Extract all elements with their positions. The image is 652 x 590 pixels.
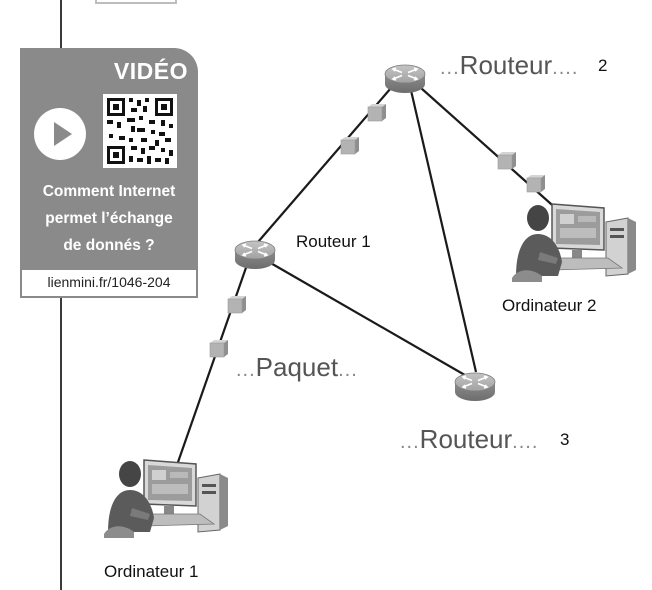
router-3-number: 3: [560, 430, 570, 449]
video-card[interactable]: VIDÉO: [20, 48, 198, 270]
video-description: Comment Internet permet l’échange de don…: [20, 178, 198, 259]
link-router1-router3: [261, 257, 471, 379]
router-3-fill: Routeur: [419, 424, 513, 454]
computer-1-icon: [103, 459, 229, 539]
packet-6: [526, 174, 546, 193]
packet-5: [497, 151, 517, 170]
packet-fill: Paquet: [255, 352, 339, 382]
video-link[interactable]: lienmini.fr/1046-204: [20, 270, 198, 298]
link-router2-router3: [408, 85, 478, 373]
video-title: VIDÉO: [113, 58, 188, 84]
router-2-icon: [384, 64, 426, 94]
packet-2: [227, 295, 247, 314]
dots-suffix: ....: [512, 431, 539, 453]
video-text-line-2: permet l’échange: [45, 210, 173, 227]
packet-4: [367, 103, 387, 122]
video-text-line-3: de donnés ?: [63, 237, 155, 254]
top-tab-frame: [95, 0, 177, 4]
router-2-fill: Routeur: [459, 50, 553, 80]
dots-prefix: ...: [440, 57, 460, 79]
packet-3: [340, 136, 360, 155]
dots-prefix: ...: [236, 359, 256, 381]
computer-2-label: Ordinateur 2: [502, 296, 597, 315]
router-1-label: Routeur 1: [296, 232, 371, 251]
dots-suffix: ...: [338, 359, 358, 381]
play-icon[interactable]: [34, 108, 86, 160]
dots-prefix: ...: [400, 431, 420, 453]
dots-suffix: ....: [552, 57, 579, 79]
computer-1-label: Ordinateur 1: [104, 562, 199, 581]
packet-answer: ...Paquet...: [236, 352, 358, 383]
packet-1: [209, 339, 229, 358]
link-computer1-router1: [175, 261, 250, 466]
router-1-icon: [234, 240, 276, 270]
router-3-answer: ...Routeur....: [400, 424, 538, 455]
qr-code-icon: [103, 94, 177, 168]
computer-2-icon: [511, 203, 637, 283]
router-2-number: 2: [598, 56, 608, 75]
router-3-icon: [454, 372, 496, 402]
video-text-line-1: Comment Internet: [42, 183, 176, 200]
router-2-answer: ...Routeur....: [440, 50, 578, 81]
